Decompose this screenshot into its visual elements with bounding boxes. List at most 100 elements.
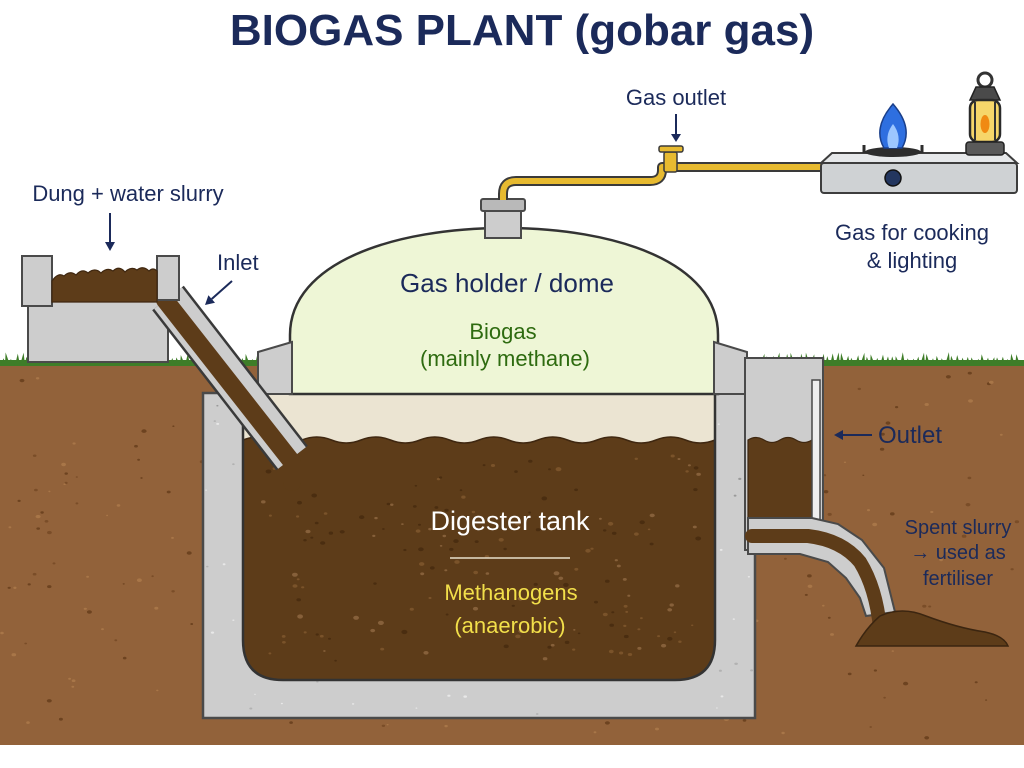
slurry-fleck (503, 547, 507, 551)
slurry-fleck (461, 495, 466, 499)
soil-speckle (27, 583, 31, 586)
concrete-speckle (222, 563, 226, 566)
slurry-fleck (412, 505, 417, 508)
slurry-fleck (678, 640, 682, 643)
concrete-speckle (351, 703, 355, 705)
soil-speckle (114, 639, 118, 642)
soil-speckle (895, 406, 899, 409)
soil-speckle (604, 721, 610, 725)
slurry-fleck (637, 646, 642, 650)
slurry-fleck (474, 540, 479, 543)
concrete-speckle (750, 669, 754, 672)
soil-speckle (71, 679, 76, 682)
slurry-fleck (602, 612, 608, 617)
slurry-fleck (669, 603, 674, 607)
slurry-fleck (649, 513, 655, 518)
slurry-fleck (574, 488, 578, 492)
slurry-fleck (541, 496, 548, 501)
concrete-speckle (213, 420, 216, 422)
soil-speckle (116, 504, 121, 507)
soil-speckle (86, 610, 92, 614)
slurry-fleck (377, 620, 384, 626)
slurry-fleck (547, 645, 552, 649)
gas-use-label-line1: Gas for cooking (835, 220, 989, 245)
flame-icon (879, 102, 907, 149)
slurry-fleck (328, 637, 331, 640)
soil-speckle (68, 677, 71, 680)
spent-slurry-label-line3: fertiliser (923, 568, 993, 590)
slurry-fleck (535, 528, 541, 532)
soil-speckle (873, 669, 878, 672)
slurry-fleck (553, 571, 560, 576)
soil-speckle (136, 578, 142, 582)
dome-gas-cap (484, 207, 522, 239)
slurry-fleck (314, 521, 319, 525)
slurry-fleck (611, 611, 615, 614)
slurry-fleck (634, 457, 638, 460)
inlet-slurry (51, 267, 158, 303)
slurry-fleck (585, 548, 591, 553)
soil-speckle (381, 724, 386, 727)
slurry-fleck (453, 539, 459, 543)
slurry-fleck (373, 582, 377, 585)
slurry-fleck (514, 470, 518, 473)
soil-speckle (965, 503, 971, 507)
slurry-fleck (370, 628, 376, 633)
soil-speckle (830, 633, 834, 636)
slurry-fleck (296, 598, 302, 602)
soil-speckle (869, 726, 872, 728)
slurry-fleck (692, 525, 697, 529)
soil-speckle (444, 724, 448, 728)
slurry-fleck (590, 547, 594, 550)
slurry-fleck (471, 510, 476, 514)
soil-speckle (44, 520, 49, 523)
slurry-fleck (401, 629, 408, 635)
slurry-fleck (428, 596, 432, 600)
soil-speckle (32, 572, 37, 576)
slurry-fleck (334, 659, 337, 662)
soil-speckle (922, 604, 927, 608)
soil-speckle (880, 432, 885, 436)
soil-speckle (289, 721, 293, 724)
soil-speckle (857, 387, 861, 391)
slurry-fleck (661, 643, 667, 648)
soil-speckle (46, 699, 52, 703)
digester-interior-outline (241, 395, 717, 682)
slurry-fleck (311, 493, 318, 498)
slurry-fleck (647, 528, 651, 531)
dung-arrow-head (105, 242, 115, 251)
slurry-fleck (677, 458, 681, 460)
concrete-speckle (716, 707, 718, 709)
slurry-fleck (473, 570, 479, 575)
inlet-pipe-slurry (156, 291, 301, 491)
slurry-fleck (339, 530, 345, 534)
soil-speckle (862, 474, 865, 476)
concrete-speckle (734, 662, 738, 665)
spent-slurry-label-line1: Spent slurry (905, 517, 1012, 539)
gas-outlet-label: Gas outlet (626, 85, 726, 110)
slurry-fleck (542, 657, 548, 661)
biogas-note-label: (mainly methane) (420, 346, 590, 371)
soil-speckle (40, 511, 44, 514)
soil-speckle (807, 574, 812, 578)
outlet-label: Outlet (878, 422, 942, 449)
slurry-fleck (623, 634, 629, 639)
slurry-fleck (614, 559, 618, 562)
slurry-fleck (675, 584, 680, 588)
outlet-chamber-slurry (747, 436, 813, 523)
soil-speckle (156, 689, 159, 692)
soil-speckle (137, 458, 141, 461)
inlet-arrow-shaft (211, 280, 233, 300)
slurry-fleck (320, 541, 326, 545)
soil-speckle (961, 534, 967, 538)
inlet-arrow-head (205, 295, 215, 305)
slurry-fleck (382, 528, 385, 530)
slurry-fleck (518, 629, 524, 633)
slurry-fleck (611, 531, 617, 535)
slurry-fleck (305, 529, 311, 534)
soil-speckle (967, 371, 972, 375)
concrete-speckle (316, 680, 319, 683)
soil-speckle (140, 477, 143, 479)
methanogens-note-label: (anaerobic) (454, 613, 565, 638)
slurry-fleck (303, 539, 307, 542)
